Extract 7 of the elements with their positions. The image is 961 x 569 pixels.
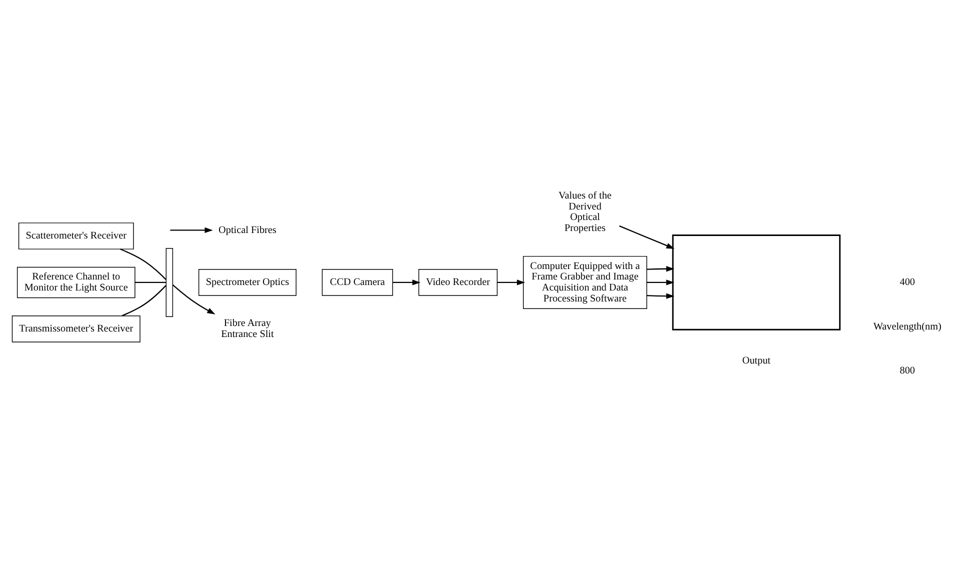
node-text: Values of the Derived Optical Properties (558, 190, 612, 234)
label: 800 (900, 365, 915, 376)
node-text: Fibre Array Entrance Slit (221, 318, 274, 340)
node-text: Optical Fibres (218, 224, 276, 236)
label: 400 (900, 276, 915, 288)
label: Wavelength(nm) (873, 320, 942, 332)
label: Output (742, 355, 770, 366)
